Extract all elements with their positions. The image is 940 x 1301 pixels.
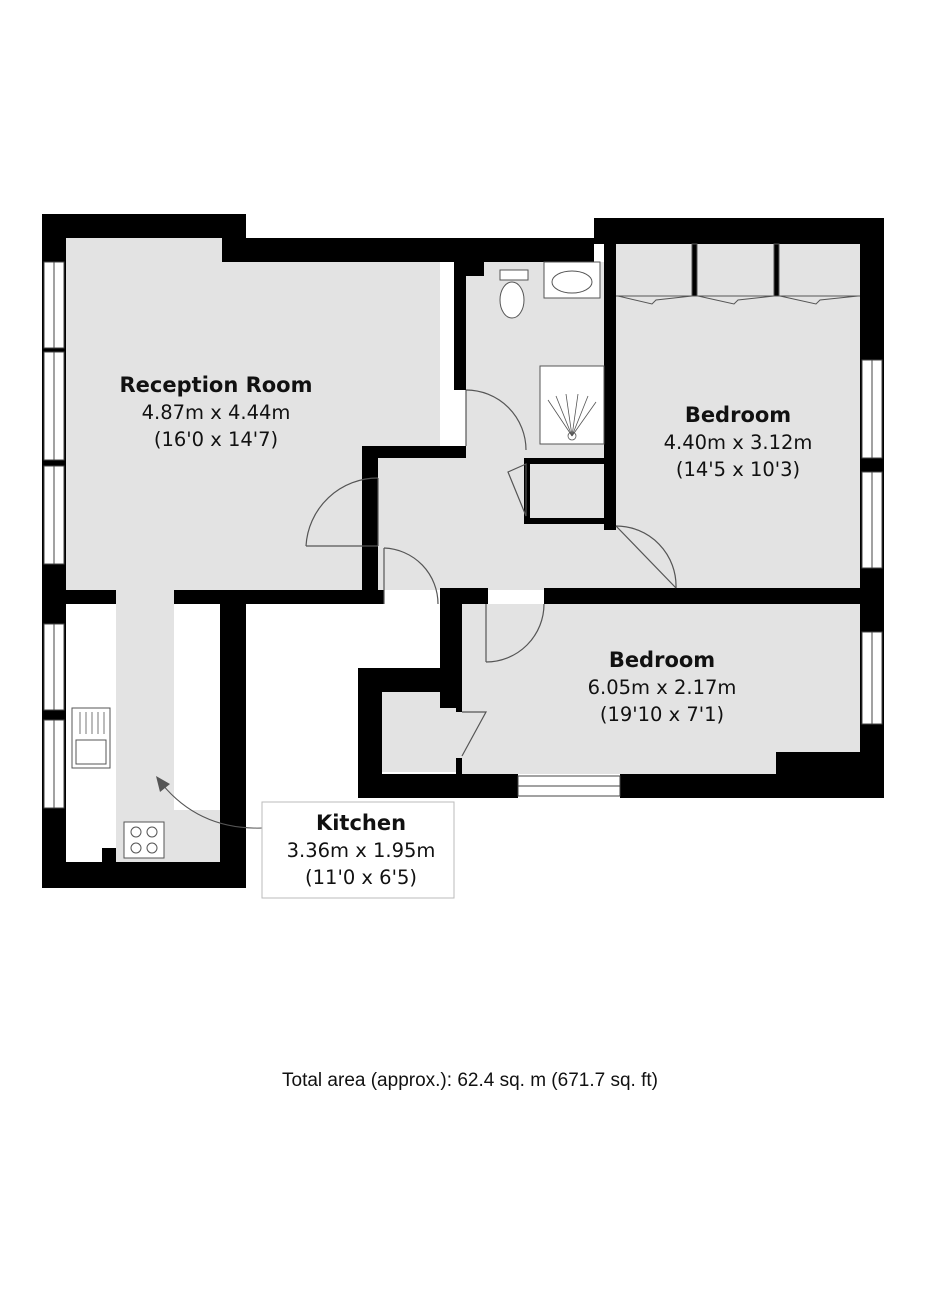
wall xyxy=(456,692,462,712)
wall xyxy=(524,458,530,524)
wall xyxy=(524,518,606,524)
room-dimensions-imperial: (19'10 x 7'1) xyxy=(600,703,724,726)
door-swing xyxy=(461,711,488,757)
kitchen-leader-line xyxy=(161,783,263,829)
room-dimensions-metric: 3.36m x 1.95m xyxy=(287,839,436,862)
room-dimensions-metric: 6.05m x 2.17m xyxy=(588,676,737,699)
room-dimensions-metric: 4.87m x 4.44m xyxy=(142,401,291,424)
wall xyxy=(220,590,246,888)
sink-drainer-lines xyxy=(79,712,105,734)
hob-ring-icon xyxy=(130,826,142,838)
bedroom-lower-floor xyxy=(462,604,860,774)
hob xyxy=(123,821,165,859)
door-swing xyxy=(615,525,677,589)
door-swing xyxy=(305,477,379,547)
reception-room-floor xyxy=(66,238,440,590)
wall xyxy=(620,774,884,798)
kitchen-island-strip xyxy=(116,590,174,812)
hob-ring-icon xyxy=(146,842,158,854)
hallway-opening xyxy=(246,604,438,674)
hall-cupboard-floor xyxy=(530,462,606,518)
door-swing xyxy=(507,463,527,517)
window-glazing-lines xyxy=(53,262,873,808)
room-dimensions-imperial: (11'0 x 6'5) xyxy=(305,866,417,889)
wall xyxy=(454,262,466,390)
shower-spray-icon xyxy=(547,393,597,441)
room-dimensions-metric: 4.40m x 3.12m xyxy=(664,431,813,454)
door-swing xyxy=(465,389,527,451)
wardrobe xyxy=(616,243,860,305)
wall xyxy=(776,752,884,774)
hob-ring-icon xyxy=(130,842,142,854)
toilet-cistern xyxy=(499,269,529,281)
wall xyxy=(358,774,518,798)
hob-ring-icon xyxy=(146,826,158,838)
wall xyxy=(362,446,466,458)
kitchen-label: Kitchen 3.36m x 1.95m (11'0 x 6'5) xyxy=(287,811,436,889)
doors xyxy=(305,389,677,757)
wall xyxy=(526,458,606,464)
bathroom-fixtures xyxy=(499,261,605,445)
wall xyxy=(362,446,378,604)
bedroom-upper-label: Bedroom 4.40m x 3.12m (14'5 x 10'3) xyxy=(664,403,813,481)
room-name: Reception Room xyxy=(120,373,313,397)
room-name: Bedroom xyxy=(609,648,715,672)
wall xyxy=(544,588,884,604)
kitchen-label-box xyxy=(261,801,455,899)
wall xyxy=(380,590,384,604)
wall xyxy=(594,218,884,244)
wall xyxy=(456,758,462,776)
wall xyxy=(66,590,116,604)
room-dimensions-imperial: (16'0 x 14'7) xyxy=(154,428,278,451)
basin-icon xyxy=(551,270,593,294)
wall xyxy=(42,862,244,888)
kitchen-arrow-icon xyxy=(156,776,170,792)
room-name: Kitchen xyxy=(316,811,406,835)
wall xyxy=(454,262,484,276)
total-area: Total area (approx.): 62.4 sq. m (671.7 … xyxy=(282,1070,658,1091)
floor-areas xyxy=(66,238,860,862)
wall xyxy=(102,848,116,862)
room-dimensions-imperial: (14'5 x 10'3) xyxy=(676,458,800,481)
bedroom-lower-label: Bedroom 6.05m x 2.17m (19'10 x 7'1) xyxy=(588,648,737,726)
toilet-icon xyxy=(499,281,525,319)
shower-tray xyxy=(539,365,605,445)
wall xyxy=(174,590,380,604)
wall xyxy=(222,238,594,262)
wall xyxy=(42,214,246,238)
door-swing xyxy=(383,547,439,605)
door-swing xyxy=(485,603,545,663)
wall xyxy=(604,244,616,530)
kitchen-worktop-right xyxy=(174,600,220,810)
reception-room-label: Reception Room 4.87m x 4.44m (16'0 x 14'… xyxy=(120,373,313,451)
room-name: Bedroom xyxy=(685,403,791,427)
sink-icon xyxy=(75,739,107,765)
kitchen-fixtures xyxy=(71,707,165,859)
